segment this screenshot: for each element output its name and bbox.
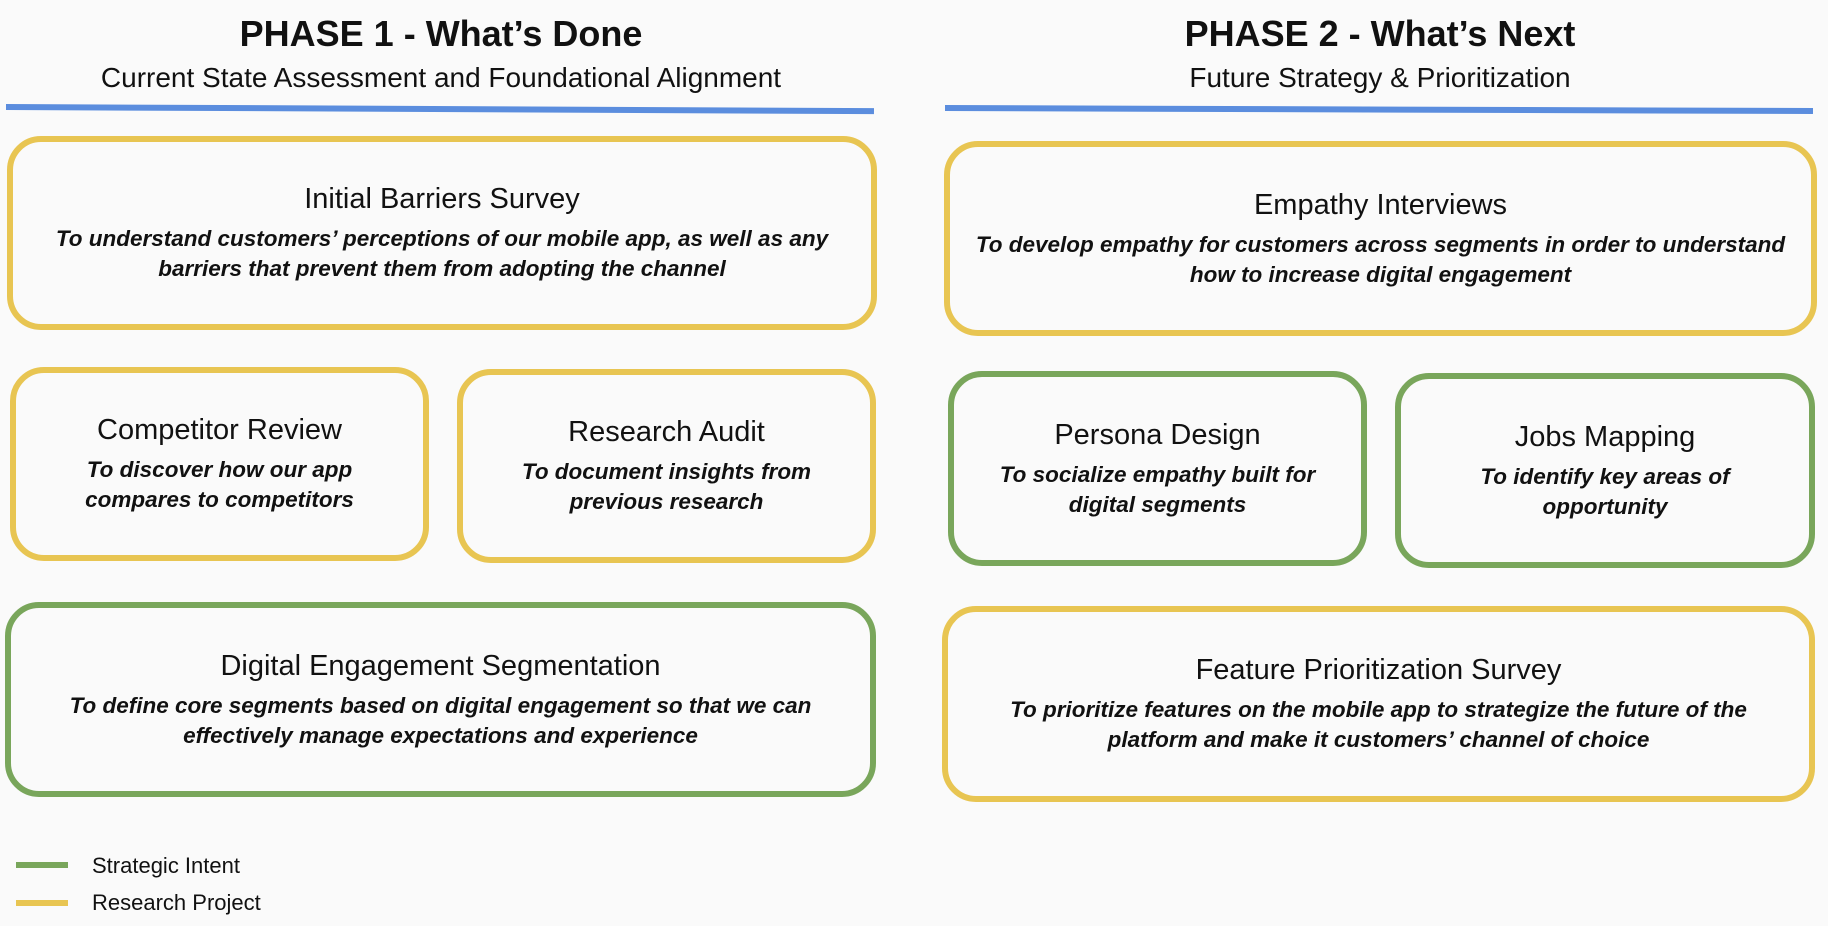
legend-swatch-research-project [16, 900, 68, 906]
card-initial-barriers-survey: Initial Barriers Survey To understand cu… [7, 136, 877, 330]
phase1-title: PHASE 1 - What’s Done [239, 13, 643, 54]
card-title: Persona Design [1054, 418, 1261, 451]
card-description: To discover how our app compares to comp… [85, 457, 354, 512]
card-title: Empathy Interviews [1253, 188, 1508, 221]
card-feature-prioritization-survey: Feature Prioritization Survey To priorit… [942, 606, 1815, 802]
card-competitor-review: Competitor Review To discover how our ap… [10, 367, 429, 561]
legend-swatch-strategic-intent [16, 862, 68, 868]
card-title: Initial Barriers Survey [304, 183, 580, 215]
card-title: Digital Engagement Segmentation [220, 649, 661, 682]
card-title: Feature Prioritization Survey [1195, 654, 1562, 686]
card-title: Research Audit [568, 416, 765, 448]
phase2-subtitle: Future Strategy & Prioritization [1189, 62, 1571, 93]
legend-label-research-project: Research Project [92, 890, 261, 915]
card-title: Jobs Mapping [1514, 420, 1696, 453]
card-description: To define core segments based on digital… [69, 692, 812, 748]
card-research-audit: Research Audit To document insights from… [457, 369, 876, 563]
card-description: To understand customers’ perceptions of … [55, 226, 829, 281]
card-title: Competitor Review [97, 414, 342, 446]
card-description: To socialize empathy built for digital s… [999, 461, 1316, 517]
phase2-title: PHASE 2 - What’s Next [1184, 13, 1576, 54]
card-jobs-mapping: Jobs Mapping To identify key areas of op… [1395, 373, 1815, 568]
card-empathy-interviews: Empathy Interviews To develop empathy fo… [944, 141, 1817, 336]
phase1-subtitle: Current State Assessment and Foundationa… [100, 62, 782, 93]
legend-label-strategic-intent: Strategic Intent [92, 853, 240, 878]
card-digital-engagement-segmentation: Digital Engagement Segmentation To defin… [5, 602, 876, 797]
card-description: To document insights from previous resea… [521, 459, 812, 514]
card-description: To identify key areas of opportunity [1480, 463, 1730, 519]
phase2-divider [944, 105, 1814, 115]
card-persona-design: Persona Design To socialize empathy buil… [948, 371, 1367, 566]
card-description: To develop empathy for customers across … [975, 231, 1786, 287]
card-description: To prioritize features on the mobile app… [1010, 697, 1747, 752]
phase1-divider [5, 104, 875, 115]
